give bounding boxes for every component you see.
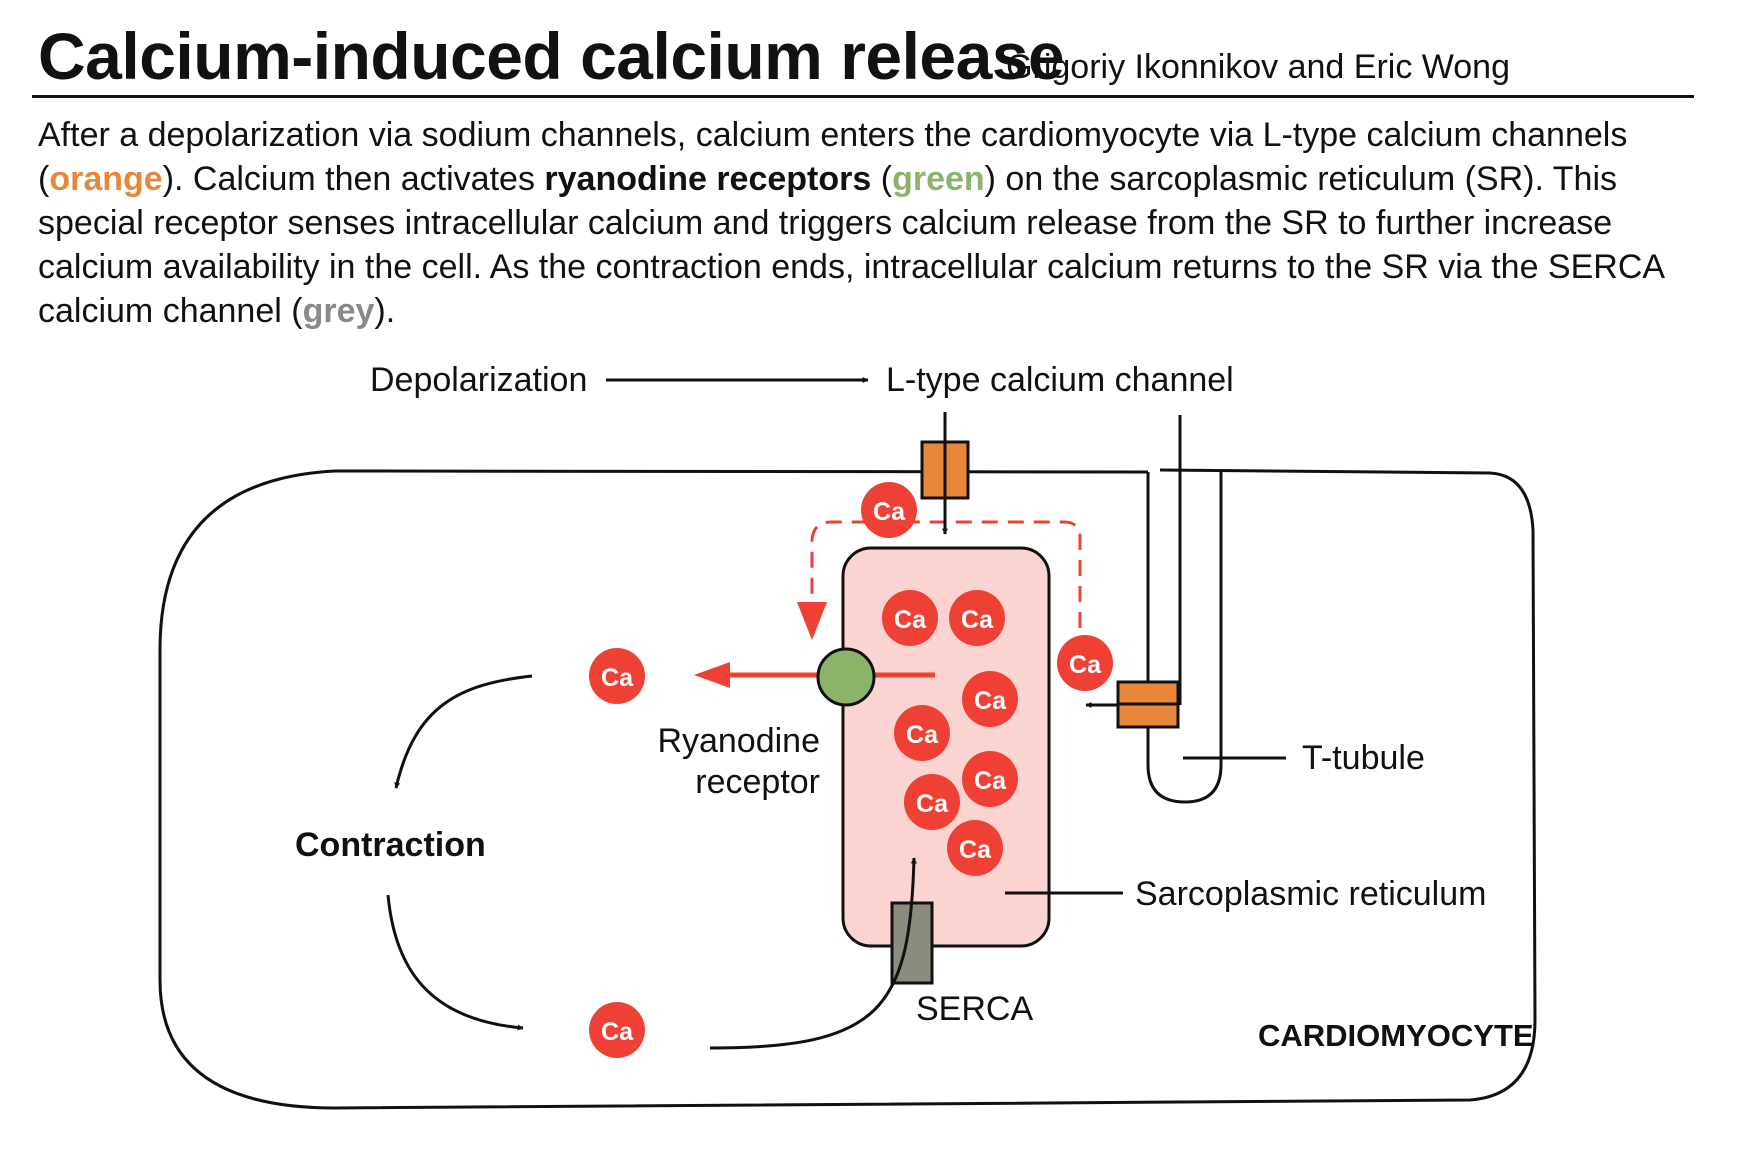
calcium-ion: Ca (882, 590, 938, 646)
intro-text-3: ( (871, 160, 893, 198)
calcium-ion: Ca (962, 671, 1018, 727)
svg-text:Ca: Ca (1069, 651, 1102, 679)
t-tubule (1146, 472, 1223, 804)
svg-text:Ca: Ca (906, 721, 939, 749)
contraction-arrow-out (386, 894, 524, 1031)
page-title: Calcium-induced calcium release (38, 19, 1065, 93)
intro-text-1: After a depolarization via sodium channe… (38, 116, 1628, 198)
svg-text:Ca: Ca (961, 606, 994, 634)
depolarization-label: Depolarization (370, 361, 587, 399)
t-tubule-calcium-channel (1116, 680, 1180, 729)
calcium-ion: Ca (861, 482, 917, 538)
svg-text:Ca: Ca (601, 1018, 634, 1046)
intro-orange: orange (49, 160, 163, 198)
svg-text:Ca: Ca (894, 606, 927, 634)
cell-membrane (158, 468, 1537, 1110)
dashed-arrowhead (797, 602, 827, 640)
cardiomyocyte-label: CARDIOMYOCYTE (1258, 1018, 1534, 1053)
calcium-ion: Ca (589, 1002, 645, 1058)
contraction-label: Contraction (295, 826, 486, 864)
svg-text:Ca: Ca (873, 498, 906, 526)
svg-text:Ca: Ca (916, 790, 949, 818)
ryanodine-label-line2: receptor (695, 763, 820, 801)
l-type-label: L-type calcium channel (886, 361, 1234, 399)
intro-green: green (892, 160, 985, 198)
dashed-feedback-path (810, 520, 1082, 628)
calcium-ion: Ca (894, 705, 950, 761)
contraction-arrow-in (394, 674, 533, 789)
calcium-ion: Ca (904, 774, 960, 830)
serca-return-arrow (709, 857, 917, 1050)
intro-grey: grey (302, 292, 375, 330)
l-type-calcium-channel (920, 440, 970, 500)
calcium-ion: Ca (947, 820, 1003, 876)
calcium-ion: Ca (1057, 635, 1113, 691)
t-tubule-label: T-tubule (1302, 739, 1425, 777)
intro-bold: ryanodine receptors (544, 160, 872, 198)
ryanodine-label-line1: Ryanodine (657, 722, 820, 760)
ryanodine-receptor (816, 647, 876, 707)
serca-label: SERCA (916, 990, 1033, 1028)
authors: Grigoriy Ikonnikov and Eric Wong (1006, 48, 1510, 86)
svg-text:Ca: Ca (601, 664, 634, 692)
calcium-ion: Ca (962, 751, 1018, 807)
intro-text-2: ). Calcium then activates (162, 160, 545, 198)
intro-text-4: ) on the sarcoplasmic reticulum (SR). Th… (38, 160, 1664, 330)
svg-text:Ca: Ca (974, 687, 1007, 715)
calcium-ion: Ca (589, 648, 645, 704)
calcium-ion: Ca (949, 590, 1005, 646)
intro-text-5: ). (374, 292, 396, 330)
sr-label: Sarcoplasmic reticulum (1135, 875, 1486, 913)
svg-text:Ca: Ca (974, 767, 1007, 795)
ryanodine-release-arrowhead (694, 662, 730, 688)
svg-text:Ca: Ca (959, 836, 992, 864)
intro-paragraph: After a depolarization via sodium channe… (38, 113, 1678, 333)
title-rule (32, 95, 1694, 98)
